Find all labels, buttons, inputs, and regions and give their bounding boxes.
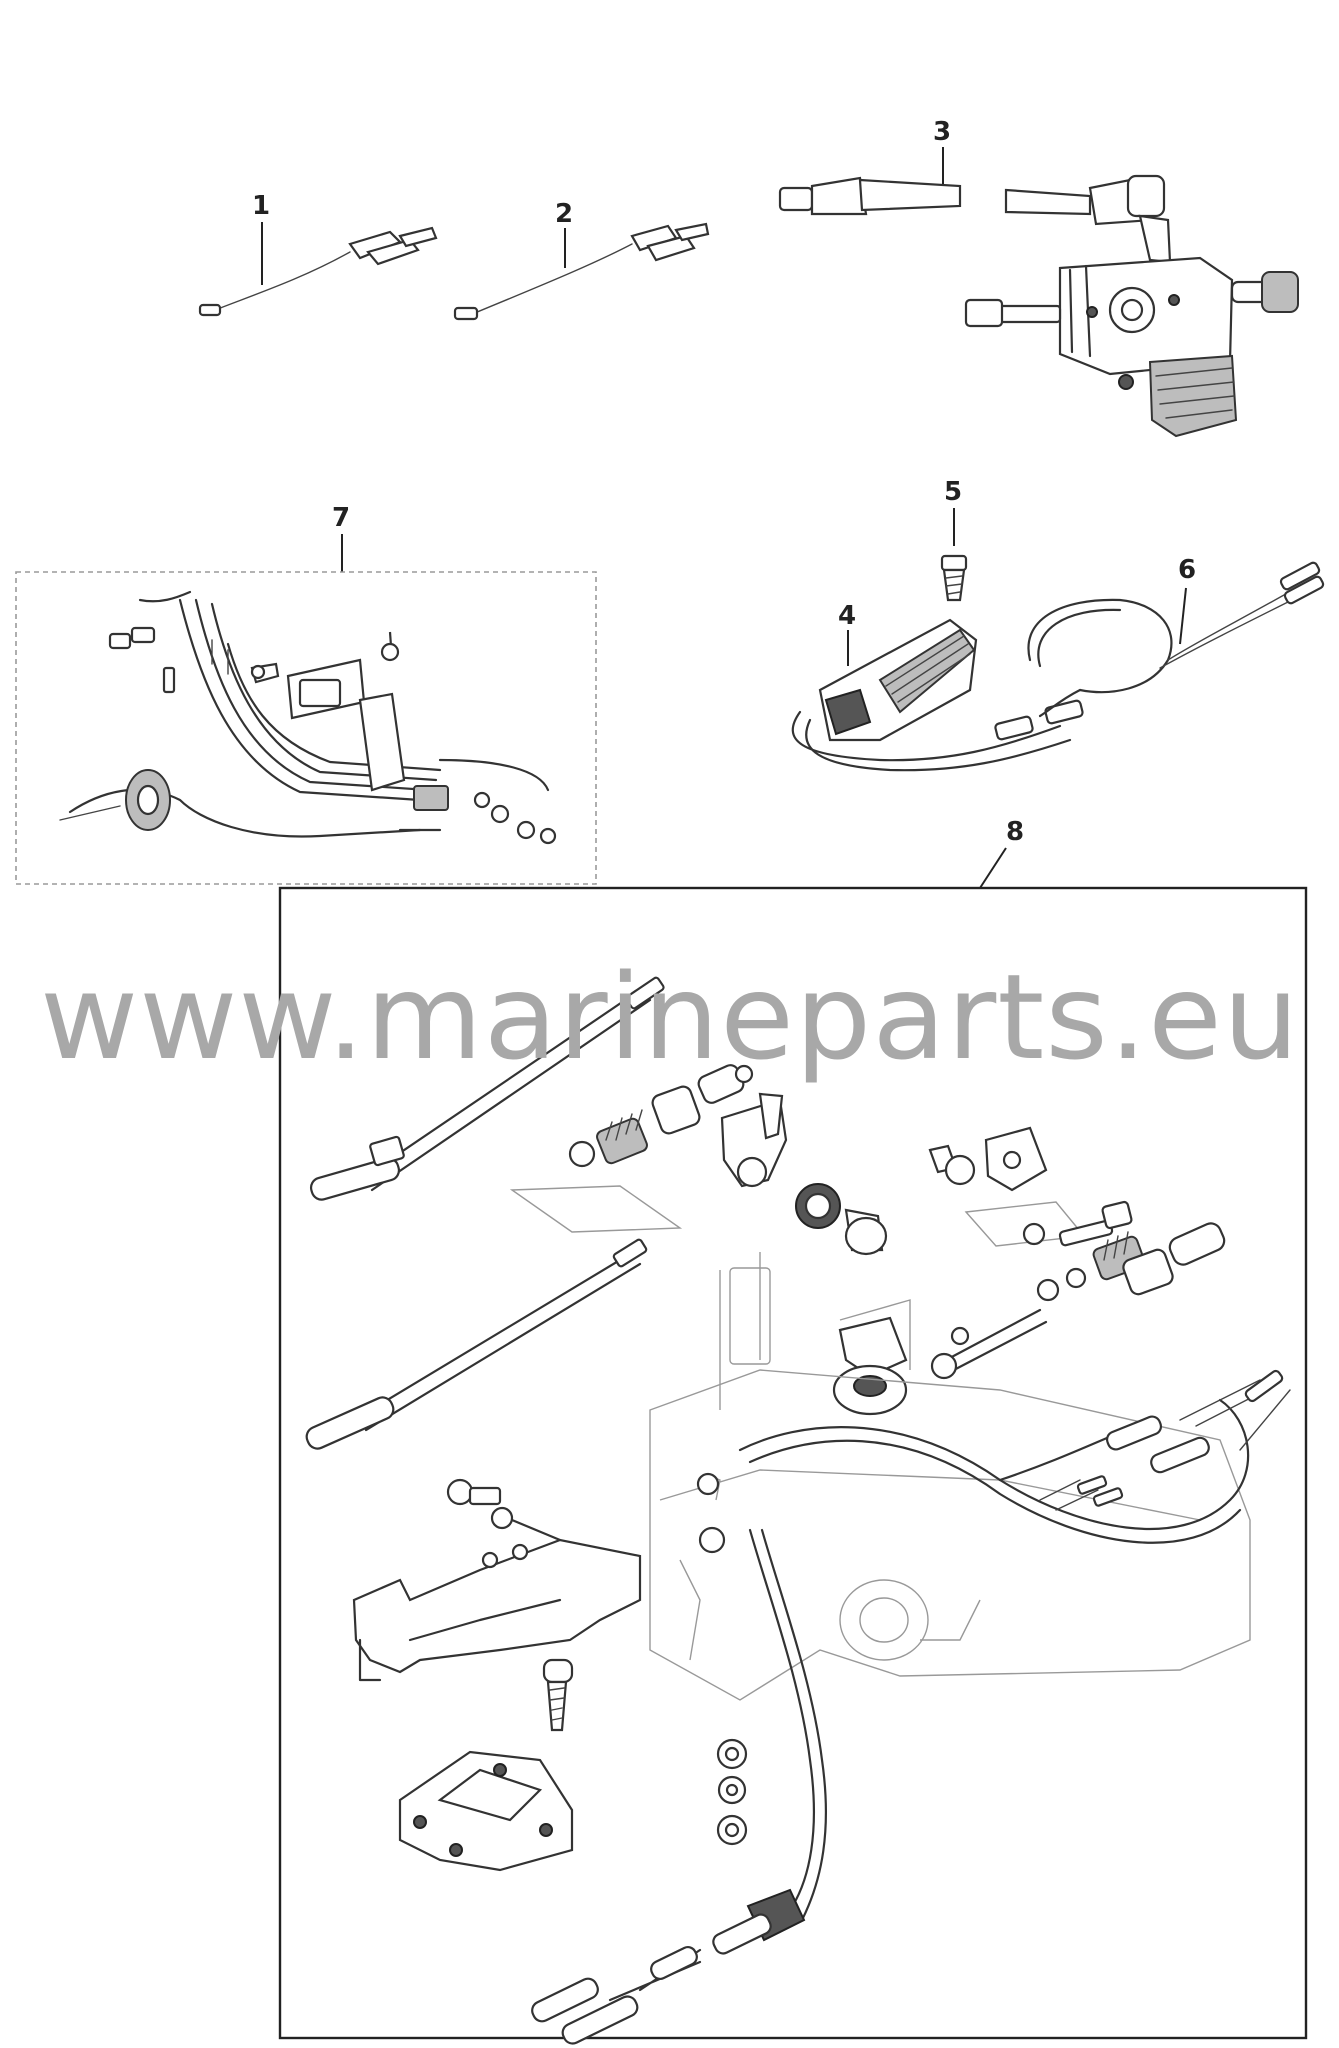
part-2-lead-wire <box>453 222 710 321</box>
callout-8: 8 <box>1006 817 1024 847</box>
part-4-coil <box>791 618 1084 772</box>
part-8-remote-control-box <box>278 847 1308 2045</box>
watermark-text: www.marineparts.eu <box>40 948 1300 1086</box>
callout-6: 6 <box>1178 555 1196 585</box>
part-5-screw <box>940 508 968 602</box>
callout-1: 1 <box>252 191 270 221</box>
part-1-lead-wire <box>198 222 438 317</box>
callout-5: 5 <box>944 477 962 507</box>
part-3-stop-switch-assembly <box>778 147 1299 438</box>
part-6-lead-loop <box>1027 561 1325 718</box>
part-7-wiring-harness-box <box>15 534 597 885</box>
callout-3: 3 <box>933 117 951 147</box>
callout-7: 7 <box>332 503 350 533</box>
callout-labels: 1 2 3 4 5 6 7 8 <box>252 117 1196 847</box>
callout-4: 4 <box>838 601 856 631</box>
callout-2: 2 <box>555 199 573 229</box>
